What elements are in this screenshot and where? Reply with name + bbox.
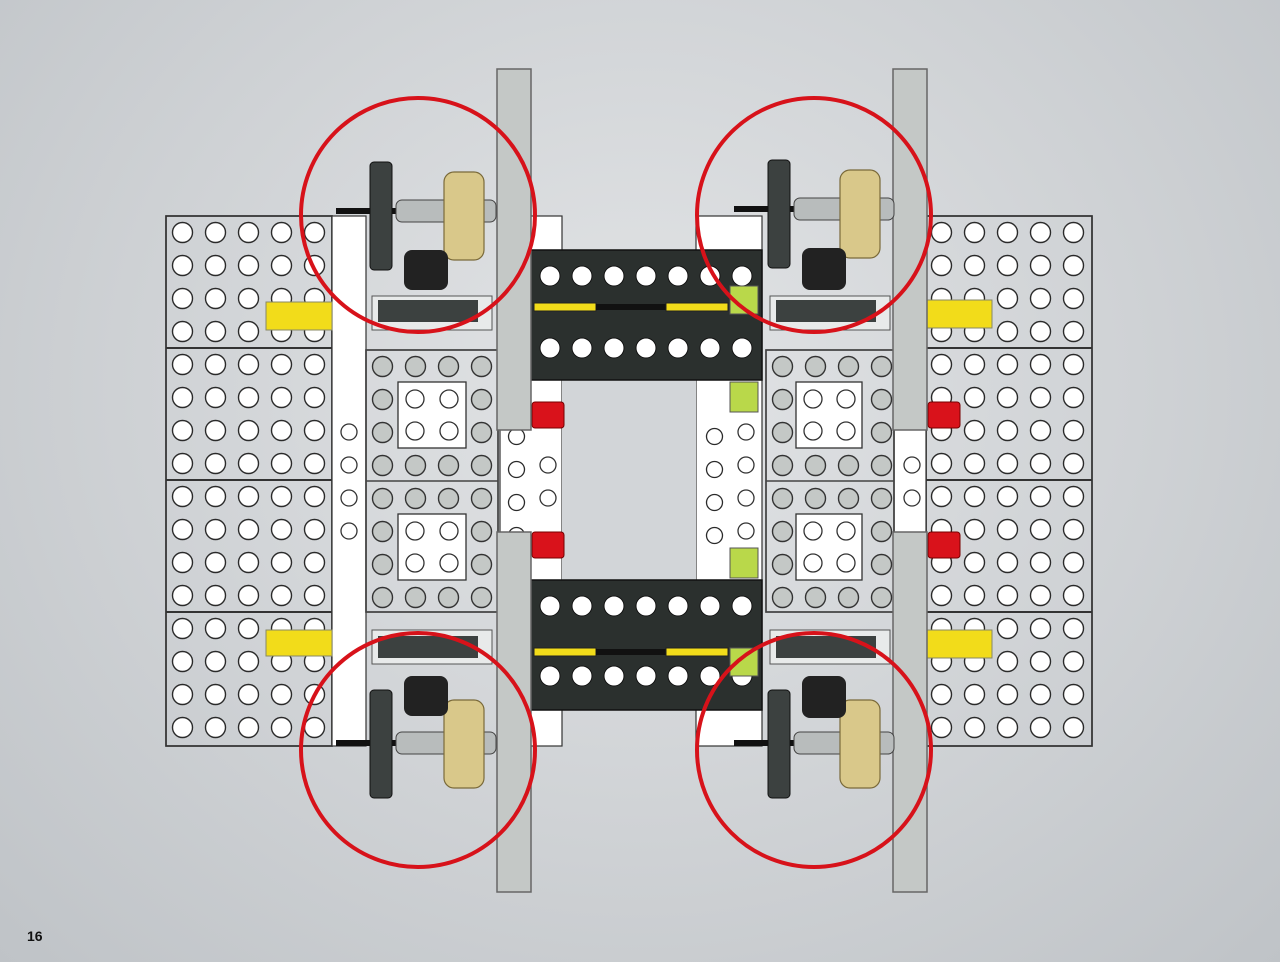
red-circle-bottom-right <box>695 631 933 869</box>
gear-racks <box>371 295 891 665</box>
gear-assembly-bottom-left <box>336 676 497 799</box>
top-dark-beams <box>529 249 763 381</box>
gear-assembly-top-right <box>734 159 895 290</box>
bottom-dark-beams <box>529 579 763 711</box>
left-gray-base <box>365 349 499 613</box>
yellow-axle-connectors <box>265 299 993 659</box>
red-pins <box>531 401 961 559</box>
page-number: 16 <box>27 928 43 944</box>
red-circle-bottom-left <box>299 631 537 869</box>
red-circle-top-left <box>299 96 537 334</box>
callout-circles <box>299 96 933 869</box>
right-gray-base <box>765 349 895 613</box>
gear-assembly-top-left <box>336 161 497 290</box>
gear-assembly-bottom-right <box>734 676 895 799</box>
vertical-gray-beams <box>496 68 928 893</box>
red-circle-top-right <box>695 96 933 334</box>
center-opening <box>562 380 696 580</box>
